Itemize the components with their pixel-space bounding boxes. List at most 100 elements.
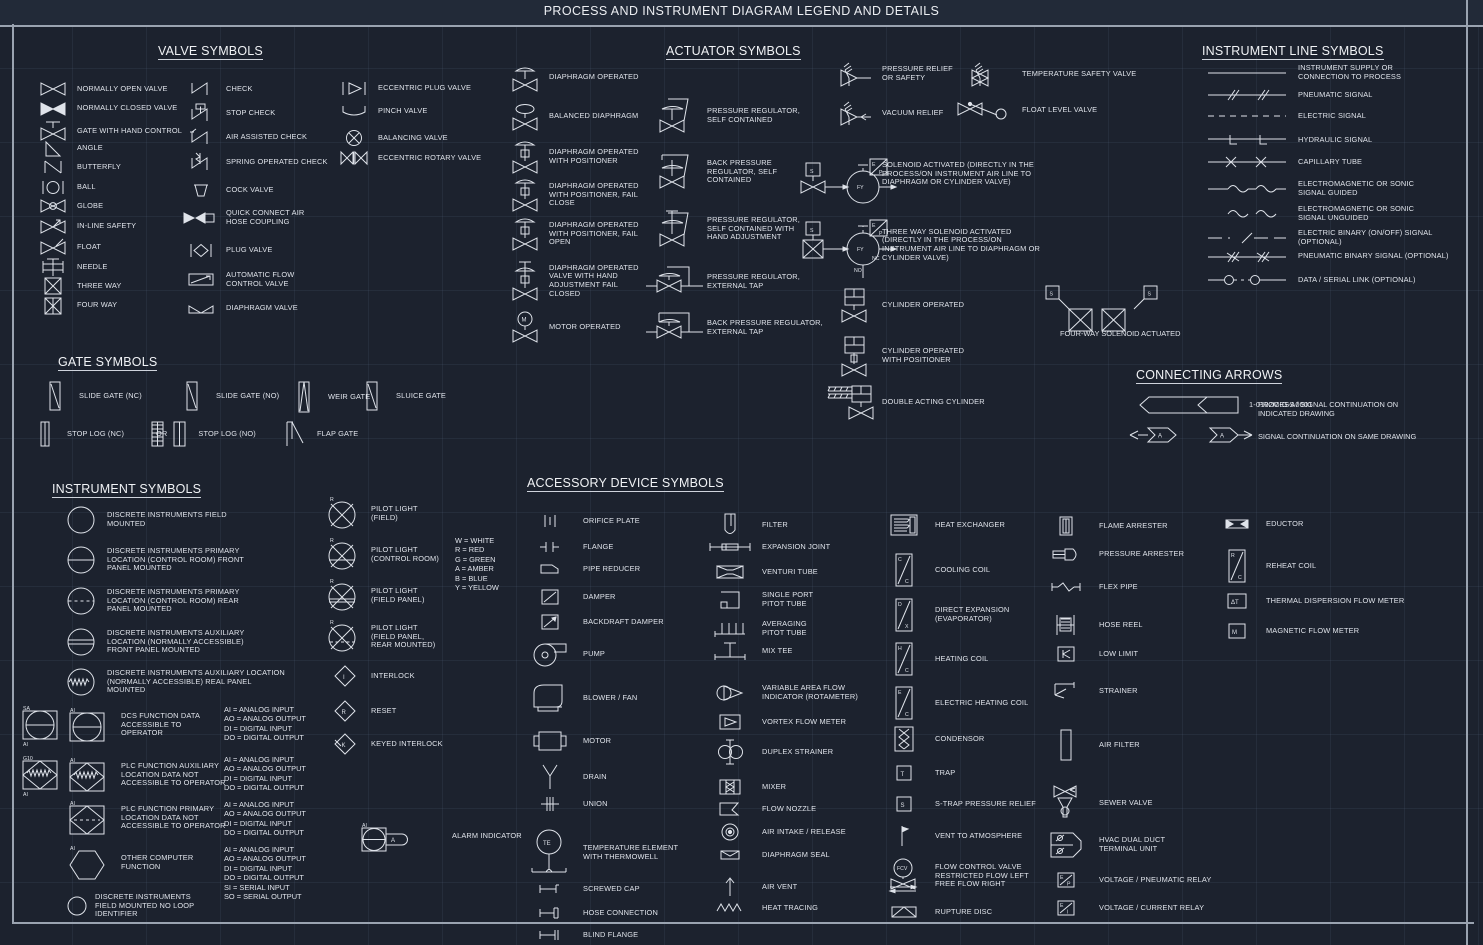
valve-symbol-row: AIR ASSISTED CHECK [183,128,307,146]
svg-text:S: S [810,228,814,234]
legend-label: HEAT EXCHANGER [935,519,1005,529]
pilot-light-label: PILOT LIGHT (FIELD PANEL) [371,586,425,604]
legend-label: DAMPER [583,591,616,601]
heat-tracing-icon [705,901,755,915]
accessory-row: ORIFICE PLATE [524,514,640,528]
instrument-line-row: ELECTRIC BINARY (ON/OFF) SIGNAL (OPTIONA… [1203,228,1433,246]
svg-text:I: I [343,675,345,681]
instrument-line-row: PNEUMATIC BINARY SIGNAL (OPTIONAL) [1203,250,1449,263]
automatic-flow-control-icon [183,272,219,287]
svg-text:SA: SA [23,706,30,712]
connecting-arrow-indicated-drawing[interactable]: 1-0102M-G-A0001 [1135,396,1312,414]
flow-control-valve-icon: FCV [880,858,928,894]
float-level-valve-icon [955,99,1015,121]
svg-text:NO: NO [854,268,862,274]
accessory-row: DAMPER [524,588,616,606]
pilot-light-label: PILOT LIGHT (CONTROL ROOM) [371,545,439,563]
valve-symbol-row: BALANCING VALVE [337,129,448,147]
pilot-light-control-room-icon: R [322,535,364,575]
diaphragm-seal-icon [705,848,755,862]
computer-function-label: PLC FUNCTION AUXILIARY LOCATION DATA NOT… [121,761,226,788]
legend-label: FLAP GATE [317,428,359,438]
legend-label: AIR FILTER [1099,739,1140,749]
cylinder-operated-icon [833,288,875,323]
back-pressure-regulator-external-tap-icon [646,312,703,344]
legend-label: BACK PRESSURE REGULATOR, EXTERNAL TAP [707,318,823,336]
io-legend: AI = ANALOG INPUT AO = ANALOG OUTPUT DI … [224,800,306,838]
legend-label: SPRING OPERATED CHECK [226,156,328,166]
pressure-regulator-external-tap-icon [646,266,703,298]
legend-label: THREE WAY [77,280,122,290]
backdraft-damper-icon [524,613,576,631]
interlock-label: RESET [371,705,397,715]
legend-label: PINCH VALVE [378,106,428,116]
legend-label: CYLINDER OPERATED WITH POSITIONER [882,346,965,364]
accessory-row: PRESSURE ARRESTER [1040,547,1184,561]
instrument-symbol-row: DISCRETE INSTRUMENTS FIELD MOUNTED [62,505,227,535]
gate-hand-control-icon [36,121,70,141]
legend-label: PNEUMATIC SIGNAL [1298,89,1373,99]
inline-safety-icon [36,219,70,235]
air-intake-release-icon [705,822,755,842]
valve-symbol-row: THREE WAY [36,277,121,295]
plug-valve-icon [183,243,219,258]
legend-label: SLIDE GATE (NO) [216,390,280,400]
legend-label: VARIABLE AREA FLOW INDICATOR (ROTAMETER) [762,683,858,701]
diaphragm-positioner-fail-open-icon [508,217,542,251]
temperature-element-thermowell-icon: TE [524,829,576,877]
accessory-row: EXPANSION JOINT [705,541,830,553]
instrument-symbol-row: DISCRETE INSTRUMENTS AUXILIARY LOCATION … [62,667,285,697]
accessory-row: AIR INTAKE / RELEASE [705,822,846,842]
section-title-instrument-line: INSTRUMENT LINE SYMBOLS [1202,44,1384,60]
pilot-light-row: R PILOT LIGHT (CONTROL ROOM) [322,535,439,575]
legend-label: CAPILLARY TUBE [1298,156,1363,166]
legend-label: ANGLE [77,143,103,153]
legend-label: NEEDLE [77,261,108,271]
circle-solid-line-icon [62,545,100,575]
interlock-label: KEYED INTERLOCK [371,738,443,748]
svg-text:S: S [901,803,905,809]
air-assisted-check-icon [183,128,219,146]
legend-label: BACKDRAFT DAMPER [583,616,664,626]
accessory-row: UNION [524,795,608,813]
legend-label: ELECTROMAGNETIC OR SONIC SIGNAL UNGUIDED [1298,204,1415,222]
screwed-cap-icon [524,884,576,894]
diaphragm-positioner-icon [508,140,542,174]
valve-symbol-row: FOUR WAY [36,297,117,315]
instrument-line-row: ELECTROMAGNETIC OR SONIC SIGNAL GUIDED [1203,179,1414,197]
computer-function-label: OTHER COMPUTER FUNCTION [121,853,194,871]
svg-text:AI: AI [70,846,75,852]
computer-function-row: G10 AI AI PLC FUNCTION AUXILIARY LOCATIO… [20,753,226,798]
capillary-tube-icon [1203,156,1291,168]
pilot-light-field-panel-icon: R [322,576,364,616]
strainer-icon [1040,681,1092,701]
legend-label: ELECTRIC BINARY (ON/OFF) SIGNAL (OPTIONA… [1298,228,1433,246]
s-trap-pressure-relief-icon: S [880,795,928,813]
connecting-arrow-same-drawing[interactable]: A A [1124,426,1324,444]
actuator-row: PRESSURE REGULATOR, SELF CONTAINED WITH … [650,210,800,248]
stop-log-no-icon [148,421,168,447]
legend-label: HEAT TRACING [762,902,819,912]
computer-function-label: DCS FUNCTION DATA ACCESSIBLE TO OPERATOR [121,711,201,738]
stop-log-or-text: OR [156,428,168,438]
air-vent-icon [705,876,755,898]
legend-label: FLAME ARRESTER [1099,520,1168,530]
motor-operated-icon: M [508,311,542,343]
svg-text:E: E [872,223,876,229]
legend-label: STOP LOG (NC) [67,428,125,438]
svg-text:NC: NC [872,256,880,262]
eductor-icon [1215,518,1259,530]
actuator-row: PRESSURE RELIEF OR SAFETY [833,60,953,88]
computer-function-row: AI OTHER COMPUTER FUNCTION [20,843,193,883]
vent-to-atmosphere-icon [880,824,928,848]
actuator-row: TEMPERATURE SAFETY VALVE [955,60,1136,88]
